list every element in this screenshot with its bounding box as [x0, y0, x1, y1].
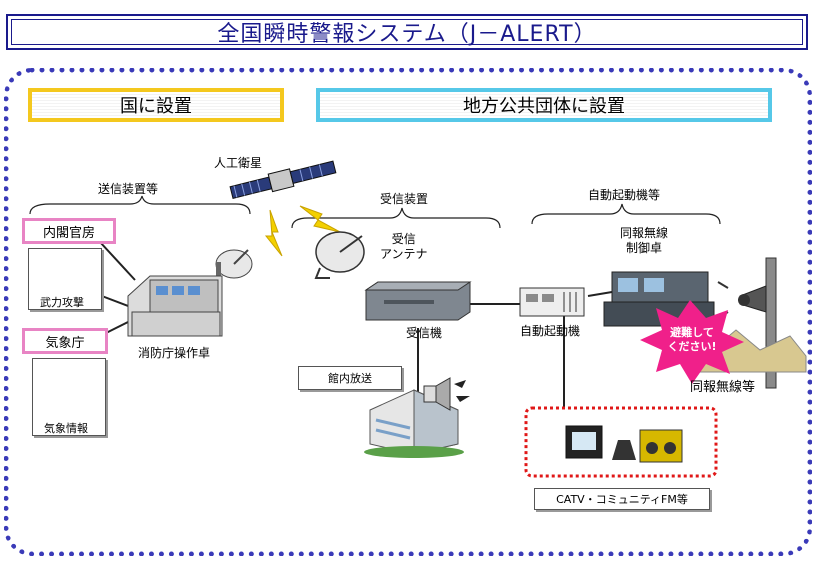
in-building-box: 館内放送	[298, 366, 402, 390]
weather-box	[32, 358, 106, 436]
jma-label: 気象庁	[45, 335, 85, 351]
receiving-antenna-label: 受信 アンテナ	[380, 232, 428, 261]
page-title: 全国瞬時警報システム（J－ALERT）	[217, 22, 597, 47]
lightning-uplink	[264, 209, 283, 257]
speaker-box-icon	[612, 440, 636, 460]
label-satellite: 人工衛星	[214, 156, 263, 170]
radio-speakers-label: 同報無線等	[690, 380, 756, 395]
fdma-console-label: 消防庁操作卓	[138, 346, 211, 360]
evacuate-burst	[640, 300, 744, 384]
building-icon	[364, 389, 464, 458]
section-local: 地方公共団体に設置	[316, 88, 772, 122]
lightning-downlink	[299, 205, 341, 233]
label-auto-start-group: 自動起動機等	[588, 188, 661, 202]
in-building-label: 館内放送	[328, 372, 372, 385]
radio-controller-label: 同報無線 制御卓	[620, 226, 669, 255]
brace-auto-start	[531, 203, 721, 225]
label-transmitter-group: 送信装置等	[98, 182, 159, 196]
tv-icon	[565, 425, 603, 459]
evacuate-label: 避難して ください!	[667, 326, 717, 353]
missile-box	[28, 248, 102, 310]
catv-label: CATV・コミュニティFM等	[556, 493, 688, 506]
satellite-icon	[229, 160, 337, 200]
radio-icon	[639, 429, 683, 463]
section-national-label: 国に設置	[120, 96, 192, 117]
label-receiver-group: 受信装置	[380, 192, 429, 206]
section-national: 国に設置	[28, 88, 284, 122]
missile-label: 武力攻撃	[40, 296, 84, 309]
catv-caption-box: CATV・コミュニティFM等	[534, 488, 710, 510]
cabinet-label: 内閣官房	[42, 225, 95, 241]
transmit-dish-icon	[215, 249, 253, 286]
diagram-frame	[4, 68, 812, 556]
fdma-console-icon	[127, 275, 223, 337]
auto-starter-label: 自動起動機	[520, 324, 581, 338]
title-banner: 全国瞬時警報システム（J－ALERT）	[6, 14, 808, 50]
jma-box: 気象庁	[22, 328, 108, 354]
weather-info-label: 気象情報	[44, 422, 88, 435]
brace-transmitter	[29, 195, 251, 215]
receiver-icon	[364, 281, 472, 321]
receiving-antenna-icon	[314, 231, 365, 279]
section-local-label: 地方公共団体に設置	[463, 96, 625, 117]
brace-receiver	[291, 207, 501, 229]
auto-starter-icon	[519, 287, 585, 317]
cabinet-box: 内閣官房	[22, 218, 116, 244]
loudspeaker-icon	[423, 377, 470, 411]
receiver-label: 受信機	[406, 326, 443, 340]
